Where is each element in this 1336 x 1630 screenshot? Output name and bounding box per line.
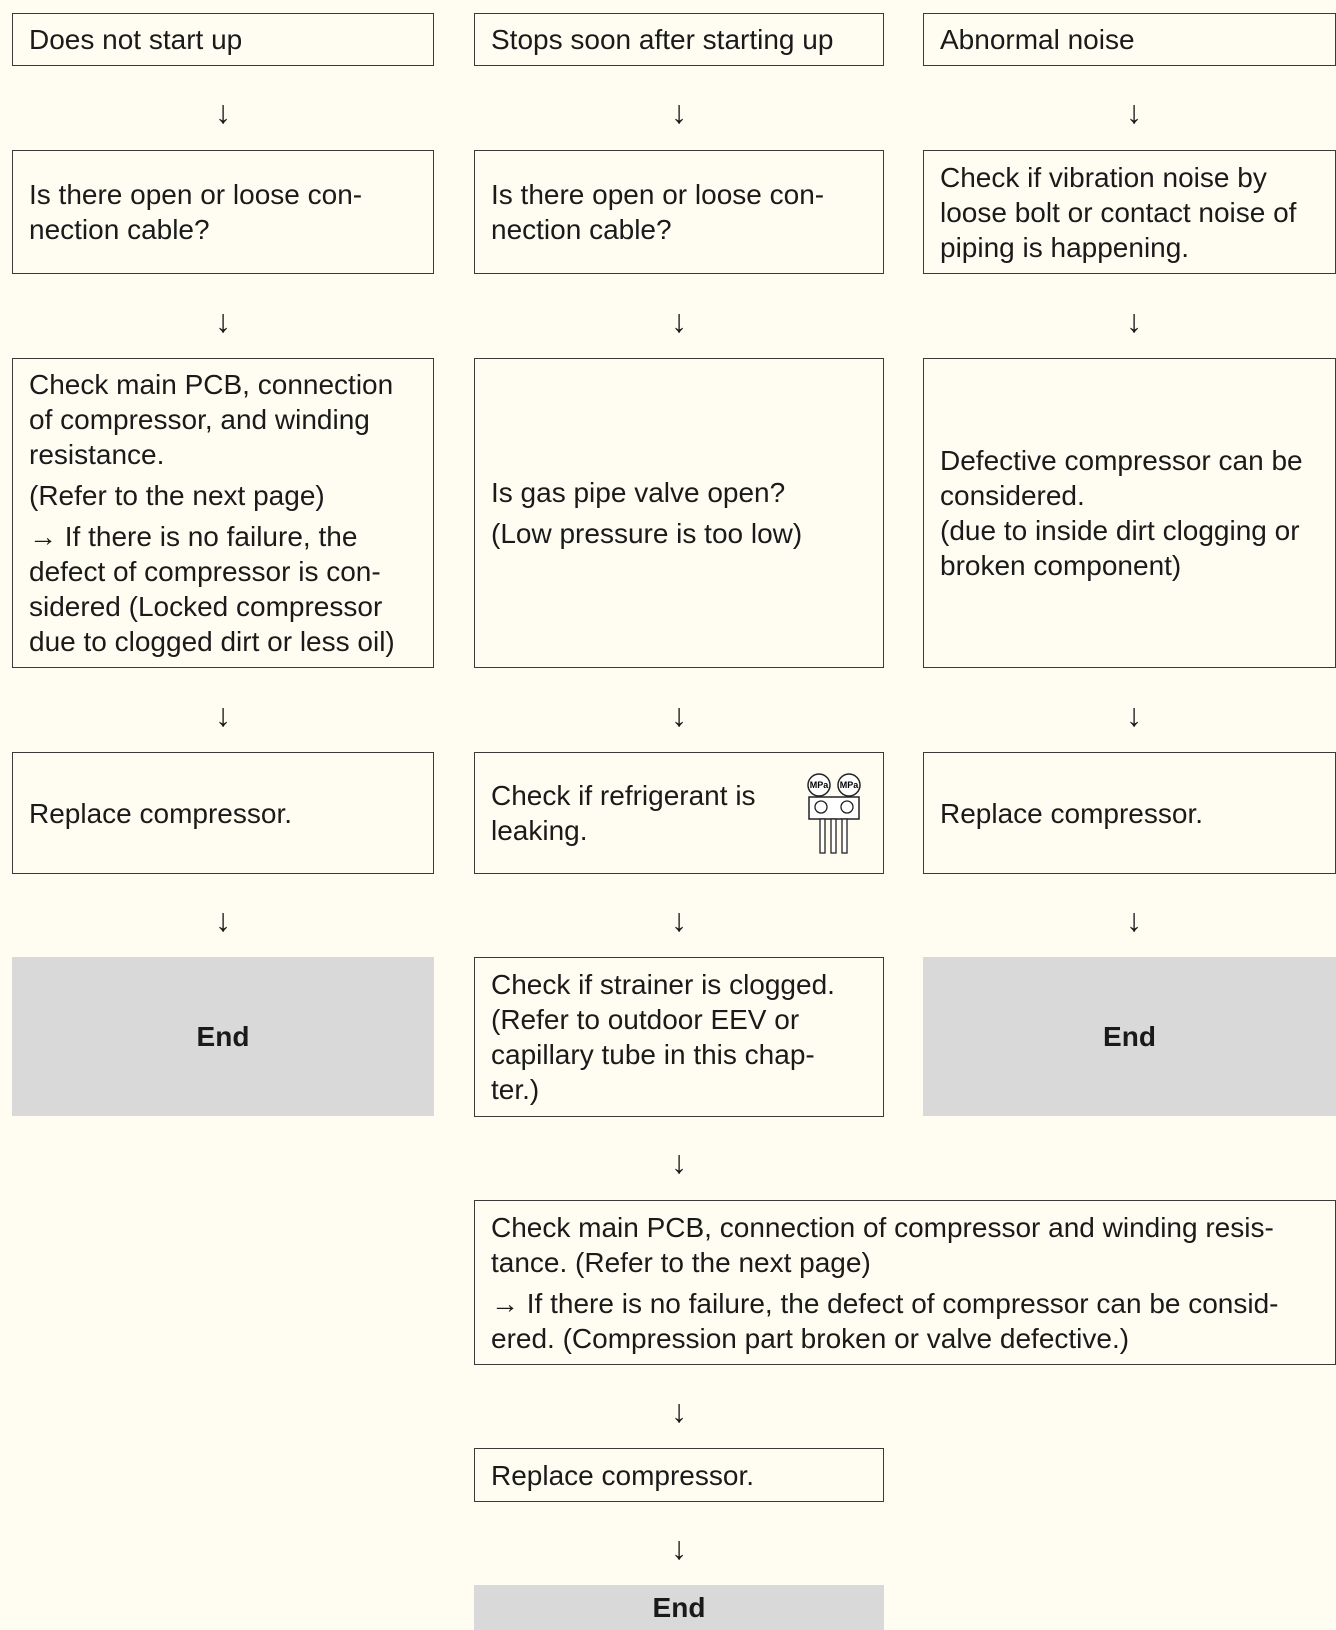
down-arrow-icon: ↓ xyxy=(671,303,687,339)
down-arrow-icon: ↓ xyxy=(215,697,231,733)
down-arrow-icon: ↓ xyxy=(671,94,687,130)
down-arrow-icon: ↓ xyxy=(1126,94,1142,130)
right-step1-text: Check if vibration noise by loose bolt o… xyxy=(940,161,1297,263)
down-arrow-icon: ↓ xyxy=(1126,697,1142,733)
right-step2-box: Defective compressor can be considered. … xyxy=(923,358,1336,668)
down-arrow-icon: ↓ xyxy=(1126,303,1142,339)
down-arrow-icon: ↓ xyxy=(1126,902,1142,938)
left-step2-box: Check main PCB, connection of compressor… xyxy=(12,358,434,668)
left-end-text: End xyxy=(196,1020,250,1052)
middle-step1-text: Is there open or loose con- nection cabl… xyxy=(491,179,825,245)
right-end-text: End xyxy=(1103,1020,1156,1052)
middle-step3-text: Check if refrigerant is leaking. xyxy=(491,780,756,846)
middle-step5-box: Check main PCB, connection of compressor… xyxy=(474,1200,1336,1365)
right-header-box: Abnormal noise xyxy=(923,13,1336,66)
down-arrow-icon: ↓ xyxy=(671,1530,687,1566)
middle-step5-line1: Check main PCB, connection of compressor… xyxy=(491,1211,1274,1278)
left-step1-text: Is there open or loose con- nection cabl… xyxy=(29,179,363,245)
middle-step2-box: Is gas pipe valve open? (Low pressure is… xyxy=(474,358,884,668)
middle-step6-box: Replace compressor. xyxy=(474,1448,884,1502)
right-step1-box: Check if vibration noise by loose bolt o… xyxy=(923,150,1336,274)
middle-step2-line2: (Low pressure is too low) xyxy=(491,518,803,549)
middle-step3-box: Check if refrigerant is leaking. MPa MPa xyxy=(474,752,884,874)
middle-header-box: Stops soon after starting up xyxy=(474,13,884,66)
middle-end-text: End xyxy=(652,1591,706,1623)
middle-step1-box: Is there open or loose con- nection cabl… xyxy=(474,150,884,274)
down-arrow-icon: ↓ xyxy=(215,303,231,339)
left-step2-line3: → If there is no failure, the defect of … xyxy=(29,521,395,657)
gauge-label-left: MPa xyxy=(810,780,830,790)
left-header-text: Does not start up xyxy=(29,24,243,55)
left-step2-line1: Check main PCB, connection of compressor… xyxy=(29,369,394,470)
right-step2-text: Defective compressor can be considered. … xyxy=(940,445,1303,581)
down-arrow-icon: ↓ xyxy=(671,1144,687,1180)
middle-step4-text: Check if strainer is clogged. (Refer to … xyxy=(491,969,835,1105)
middle-end-box: End xyxy=(474,1585,884,1630)
middle-step4-box: Check if strainer is clogged. (Refer to … xyxy=(474,957,884,1117)
middle-step2-line1: Is gas pipe valve open? xyxy=(491,477,786,508)
down-arrow-icon: ↓ xyxy=(671,1393,687,1429)
right-step3-text: Replace compressor. xyxy=(940,797,1204,829)
down-arrow-icon: ↓ xyxy=(215,902,231,938)
right-header-text: Abnormal noise xyxy=(940,24,1135,55)
right-step3-box: Replace compressor. xyxy=(923,752,1336,874)
middle-header-text: Stops soon after starting up xyxy=(491,24,834,55)
down-arrow-icon: ↓ xyxy=(215,94,231,130)
left-step3-box: Replace compressor. xyxy=(12,752,434,874)
left-step2-line2: (Refer to the next page) xyxy=(29,480,325,511)
left-step3-text: Replace compressor. xyxy=(29,797,293,829)
left-end-box: End xyxy=(12,957,434,1116)
down-arrow-icon: ↓ xyxy=(671,902,687,938)
pressure-gauge-icon: MPa MPa xyxy=(807,773,861,854)
left-header-box: Does not start up xyxy=(12,13,434,66)
left-step1-box: Is there open or loose con- nection cabl… xyxy=(12,150,434,274)
middle-step5-line2: → If there is no failure, the defect of … xyxy=(491,1287,1279,1354)
down-arrow-icon: ↓ xyxy=(671,697,687,733)
middle-step6-text: Replace compressor. xyxy=(491,1459,755,1491)
gauge-label-right: MPa xyxy=(840,780,860,790)
right-end-box: End xyxy=(923,957,1336,1116)
